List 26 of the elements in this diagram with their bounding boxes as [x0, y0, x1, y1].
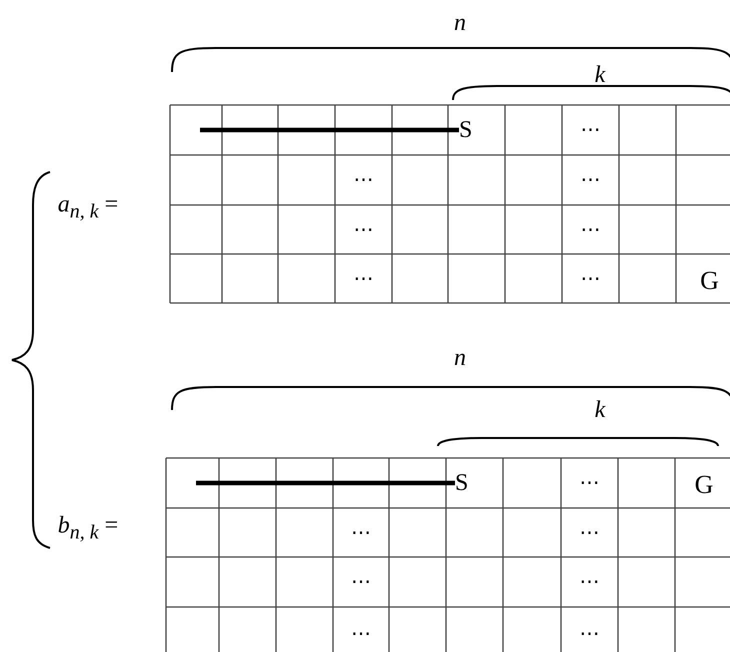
cell-text: ⋯ [580, 268, 600, 288]
cell-text: S [455, 471, 468, 495]
dimension-label: n [454, 346, 466, 370]
line [200, 128, 459, 132]
cell-text: ⋯ [580, 170, 600, 190]
cell-text: ⋯ [580, 522, 600, 542]
dimension-label: n [454, 11, 466, 35]
cell-text: ⋯ [580, 473, 600, 493]
cell-text: ⋯ [580, 572, 600, 592]
cell-text: ⋯ [354, 170, 374, 190]
cell-text: G [700, 268, 719, 294]
cell-text: G [694, 472, 714, 498]
formula-label: b$_{n, k}$ = [58, 514, 118, 542]
cell-text: ⋯ [354, 220, 374, 240]
dimension-label: k [594, 63, 606, 87]
cell-text: ⋯ [351, 522, 371, 542]
cell-text: ⋯ [354, 268, 374, 288]
cell-text: S [459, 118, 472, 142]
cell-text: ⋯ [580, 120, 600, 140]
dimension-label: k [594, 398, 606, 422]
cell-text: ⋯ [351, 572, 371, 592]
cell-text: ⋯ [580, 624, 600, 644]
cell-text: ⋯ [580, 220, 600, 240]
cell-text: ⋯ [351, 624, 371, 644]
formula-label: a$_{n, k}$ = [58, 192, 118, 222]
line [196, 480, 455, 486]
